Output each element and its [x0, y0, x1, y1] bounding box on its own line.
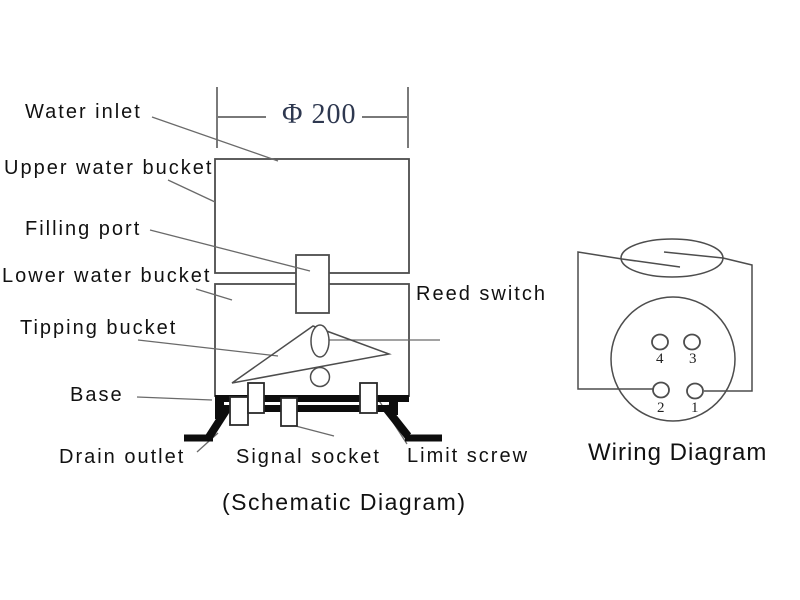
label-lower-water-bucket: Lower water bucket: [2, 265, 212, 287]
label-base: Base: [70, 384, 124, 406]
base-assembly: [184, 382, 442, 442]
pin-1: [686, 382, 704, 400]
schematic-caption: (Schematic Diagram): [222, 489, 467, 515]
label-signal-socket: Signal socket: [236, 446, 381, 468]
label-reed-switch: Reed switch: [416, 283, 547, 305]
pin-label-2: 2: [657, 400, 665, 416]
pivot-ellipse: [310, 324, 330, 358]
label-tipping-bucket: Tipping bucket: [20, 317, 178, 339]
label-upper-water-bucket: Upper water bucket: [4, 157, 214, 179]
label-filling-port: Filling port: [25, 218, 142, 240]
wire-right: [704, 257, 753, 392]
reed-contact-left: [621, 258, 681, 268]
leader-filling-port: [149, 229, 311, 272]
pin-label-1: 1: [691, 400, 699, 416]
signal-socket-shape: [280, 397, 298, 427]
filling-port-shape: [295, 254, 330, 314]
label-water-inlet: Water inlet: [25, 101, 142, 123]
leader-lines: [136, 116, 440, 453]
connector-circle: [610, 296, 736, 422]
drain-outlet-shape: [229, 396, 249, 426]
pin-label-3: 3: [689, 351, 697, 367]
wiring-diagram-group: [577, 238, 753, 422]
left-leg: [205, 406, 231, 440]
limit-screw-shape: [359, 382, 378, 414]
reed-contact-right: [663, 251, 724, 259]
tipping-bucket-shape: [231, 325, 392, 384]
leader-lower-bucket: [195, 288, 233, 301]
pin-4: [651, 333, 669, 351]
left-post-shape: [247, 382, 265, 414]
label-limit-screw: Limit screw: [407, 445, 530, 467]
base-fittings: [229, 382, 378, 427]
leader-water-inlet: [151, 116, 279, 162]
reed-switch-capsule: [620, 238, 724, 278]
pin-label-4: 4: [656, 351, 664, 367]
pin-2: [652, 381, 670, 399]
base-frame: [215, 395, 409, 419]
dimension-label: Φ 200: [282, 99, 357, 130]
base-top-bar: [215, 395, 409, 402]
leader-tipping-bucket: [137, 339, 279, 357]
leader-drain-outlet: [196, 432, 219, 453]
base-lower-bar: [222, 405, 395, 412]
base-legs: [184, 404, 442, 442]
dimension-lines: [216, 87, 409, 148]
right-leg: [381, 404, 412, 439]
label-drain-outlet: Drain outlet: [59, 446, 186, 468]
leader-upper-bucket: [167, 179, 216, 203]
wiring-diagram-title: Wiring Diagram: [588, 439, 768, 466]
wire-left: [577, 251, 653, 390]
tipping-bucket-assembly: [231, 324, 392, 388]
leader-base: [136, 396, 213, 401]
base-right-cap: [389, 395, 398, 415]
pin-3: [683, 333, 701, 351]
connector-pins: [651, 333, 704, 400]
base-left-cap: [215, 395, 224, 419]
counterweight-circle: [309, 366, 331, 388]
